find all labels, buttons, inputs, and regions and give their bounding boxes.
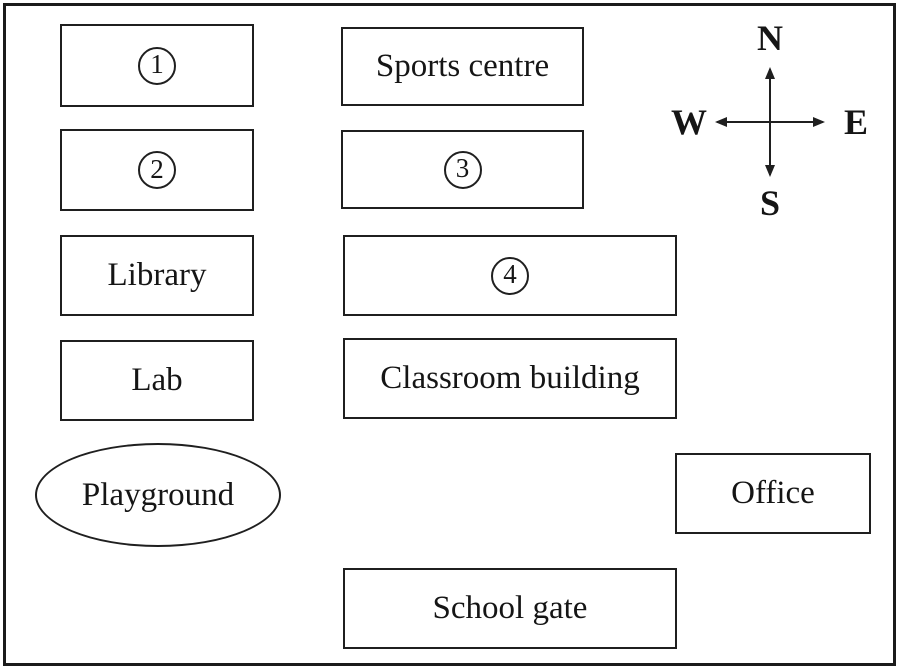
office-box: Office (675, 453, 871, 534)
sports-centre-label: Sports centre (375, 48, 550, 84)
circled-number-1: 1 (138, 46, 176, 85)
building-4-box: 4 (343, 235, 677, 316)
playground-ellipse: Playground (35, 443, 281, 547)
sports-centre-box: Sports centre (341, 27, 584, 106)
compass-north-label: N (757, 18, 783, 58)
compass-west-label: W (671, 102, 707, 142)
building-1-box: 1 (60, 24, 254, 107)
building-2-box: 2 (60, 129, 254, 211)
circled-number-4: 4 (491, 256, 529, 295)
circled-number-2: 2 (138, 151, 176, 189)
compass-arrows-icon (715, 67, 825, 177)
classroom-building-label: Classroom building (380, 360, 640, 396)
playground-label: Playground (81, 476, 235, 513)
lab-box: Lab (60, 340, 254, 421)
lab-label: Lab (131, 362, 183, 398)
school-gate-label: School gate (432, 590, 588, 626)
classroom-building-box: Classroom building (343, 338, 677, 419)
school-gate-box: School gate (343, 568, 677, 649)
circled-number-3: 3 (443, 150, 482, 189)
map-outer-border (3, 3, 896, 666)
office-label: Office (731, 475, 815, 511)
building-3-box: 3 (341, 130, 584, 209)
library-box: Library (60, 235, 254, 316)
compass-south-label: S (759, 183, 781, 223)
library-label: Library (107, 257, 207, 293)
compass-east-label: E (843, 102, 869, 142)
